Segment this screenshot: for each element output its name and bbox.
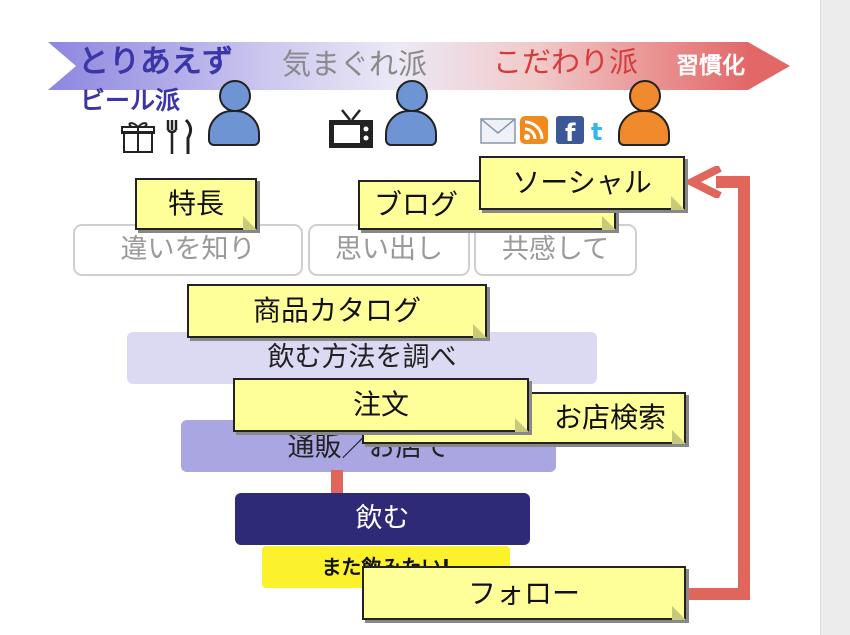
person-whimsical-icon (383, 80, 439, 146)
note-order: 注文 (233, 378, 529, 432)
stage-recall: 思い出し (308, 224, 470, 276)
twitter-icon: t (591, 118, 602, 144)
fork-knife-icon (166, 118, 193, 154)
note-catalog: 商品カタログ (187, 284, 487, 338)
persona-casual-label-2: ビール派 (80, 86, 181, 115)
tv-icon (329, 109, 373, 148)
svg-text:f: f (565, 119, 576, 144)
note-features: 特長 (135, 178, 257, 230)
person-particular-icon (616, 80, 672, 146)
note-follow: フォロー (362, 566, 686, 620)
person-casual-icon (206, 80, 262, 146)
mail-icon (480, 118, 516, 144)
stage-drink: 飲む (235, 493, 530, 545)
persona-casual-label: とりあえず (78, 44, 233, 80)
gift-icon (121, 122, 155, 153)
spectrum-arrowhead (748, 42, 790, 90)
stage-empathize: 共感して (474, 224, 637, 276)
stage-research: 飲む方法を調べ (127, 332, 597, 384)
facebook-icon: f (556, 116, 584, 144)
persona-whimsical-label: 気まぐれ派 (282, 47, 428, 81)
follow-arrow-top (716, 176, 750, 188)
note-social: ソーシャル (479, 156, 685, 210)
stage-learn: 違いを知り (73, 224, 303, 276)
svg-text:t: t (591, 118, 602, 144)
rss-icon (520, 116, 548, 144)
persona-particular-label: こだわり派 (493, 45, 639, 79)
page-edge (820, 0, 850, 635)
follow-arrowhead (688, 166, 722, 198)
spectrum-notch (48, 42, 76, 90)
spectrum-band (48, 42, 748, 90)
habit-label: 習慣化 (676, 53, 745, 79)
follow-arrow-vertical (738, 176, 750, 598)
